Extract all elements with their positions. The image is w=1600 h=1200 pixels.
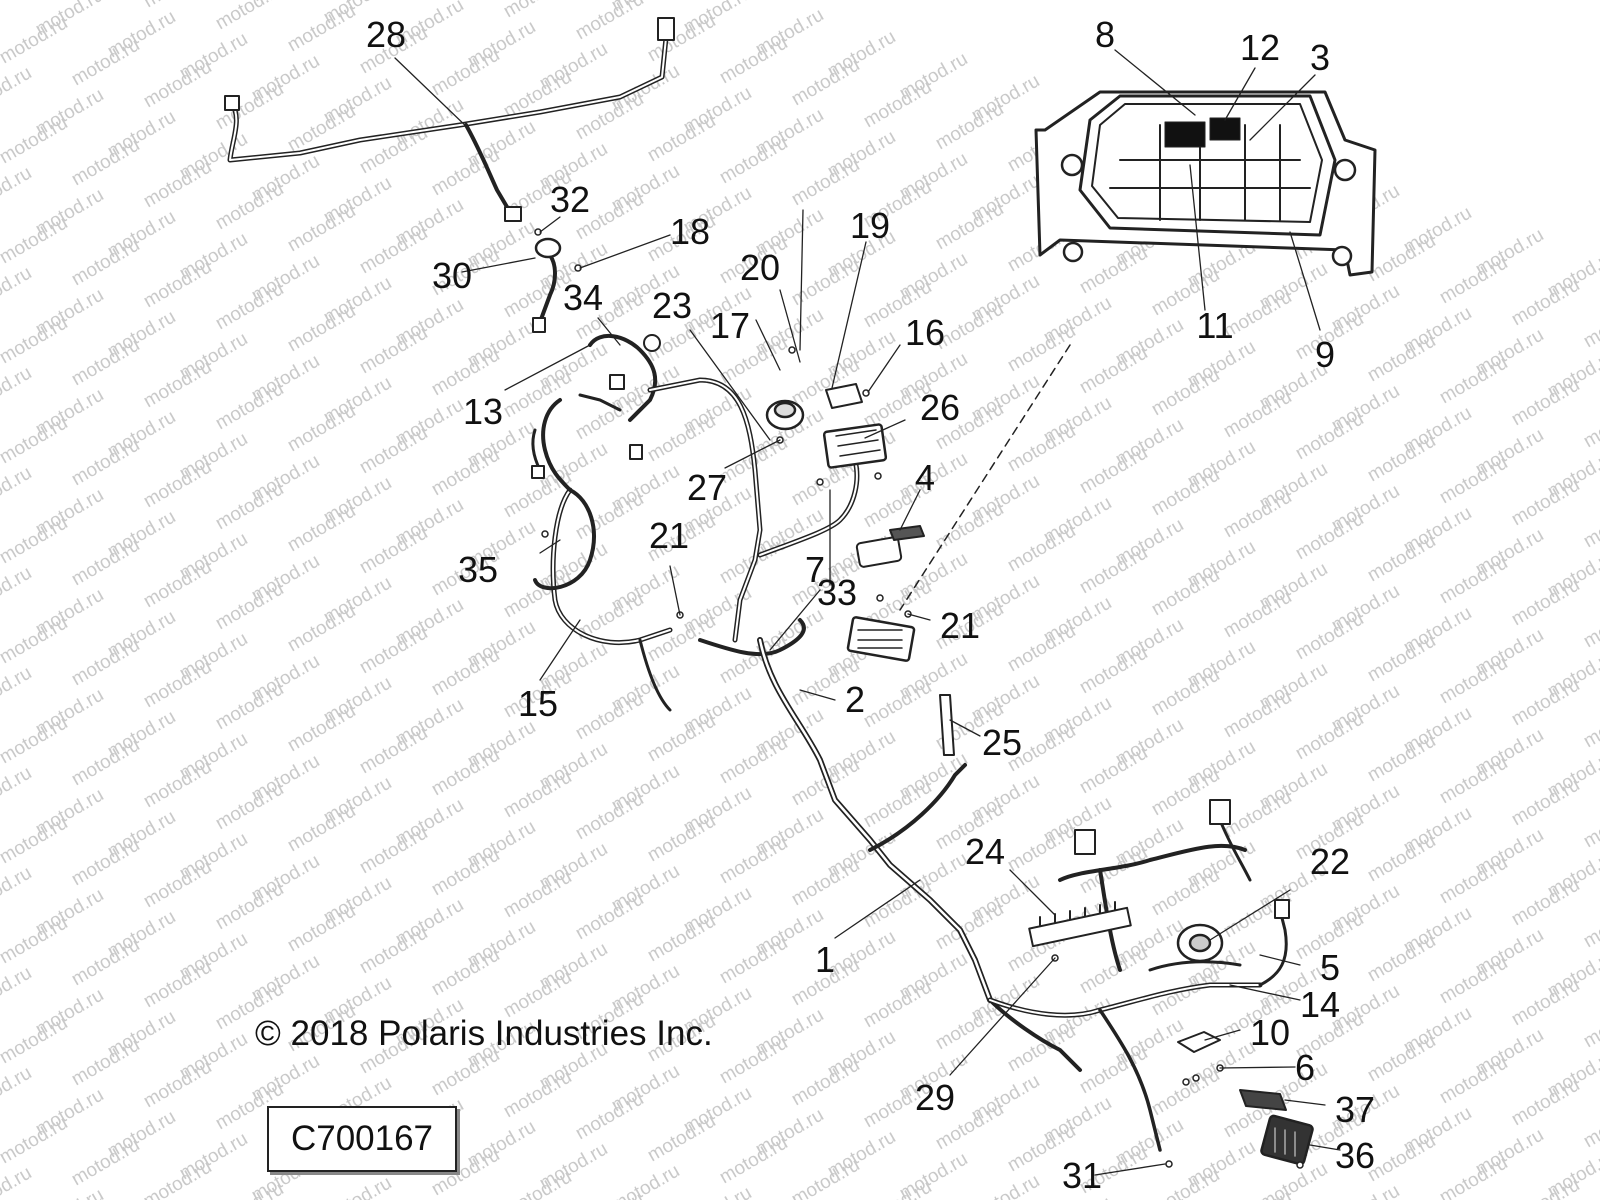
- module-4: [855, 525, 925, 568]
- callout-label: 24: [964, 831, 1006, 872]
- callout-label: 33: [816, 572, 858, 613]
- callout-label: 34: [562, 277, 604, 318]
- fuse-box-34: [846, 616, 916, 662]
- callout-label: 21: [648, 515, 690, 556]
- callout-label: 37: [1334, 1089, 1376, 1130]
- callout-label: 36: [1334, 1135, 1376, 1176]
- regulator-37: [1260, 1114, 1314, 1166]
- main-harness-1: [757, 637, 1263, 1152]
- callout-label: 20: [739, 247, 781, 288]
- sensor-harness-31: [532, 237, 562, 333]
- harness-23: [647, 377, 860, 657]
- callout-label: 17: [709, 305, 751, 346]
- callout-label: 30: [431, 255, 473, 296]
- callout-label: 6: [1294, 1047, 1316, 1088]
- leader-lines: [394, 49, 1341, 1176]
- bracket-38: [1239, 1089, 1287, 1111]
- callout-label: 10: [1249, 1012, 1291, 1053]
- harness-13-cluster: [531, 333, 661, 492]
- callout-label: 12: [1239, 27, 1281, 68]
- callout-label: 2: [844, 679, 866, 720]
- callout-label: 31: [1061, 1155, 1103, 1196]
- harness-15: [533, 487, 673, 712]
- callout-label: 15: [517, 683, 559, 724]
- callout-label: 11: [1196, 305, 1234, 346]
- callout-label: 9: [1314, 334, 1336, 375]
- bracket-19: [825, 383, 863, 409]
- callout-label: 22: [1309, 841, 1351, 882]
- callout-label: 4: [914, 457, 936, 498]
- callout-label: 35: [457, 549, 499, 590]
- diagram-code: C700167: [290, 1119, 434, 1158]
- harness-29: [224, 17, 675, 222]
- callout-label: 19: [849, 205, 891, 246]
- callout-label: 3: [1309, 37, 1331, 78]
- callout-label: 26: [919, 387, 961, 428]
- callout-label: 23: [651, 285, 693, 326]
- ecu-27: [822, 423, 888, 469]
- callout-label: 7: [804, 549, 826, 590]
- callout-label: 8: [1094, 14, 1116, 55]
- fuse-strip-25: [1028, 901, 1132, 948]
- fuse-box-detail: [1034, 90, 1377, 277]
- bracket-26: [939, 694, 955, 756]
- callout-label: 29: [914, 1077, 956, 1118]
- callout-label: 25: [981, 722, 1023, 763]
- callout-label: 21: [939, 605, 981, 646]
- copyright-notice: © 2018 Polaris Industries Inc.: [255, 1014, 713, 1053]
- projection-line: [899, 344, 1071, 611]
- plate-10: [1177, 1031, 1221, 1053]
- callout-label: 16: [904, 312, 946, 353]
- harness-cluster-right: [1058, 799, 1290, 987]
- callout-label: 13: [462, 391, 504, 432]
- callout-label: 14: [1299, 984, 1341, 1025]
- relay-17: [765, 399, 805, 431]
- callout-label: 1: [814, 939, 836, 980]
- diagram-code-box: C700167: [267, 1106, 457, 1172]
- callout-label: 28: [365, 14, 407, 55]
- callout-label: 27: [686, 467, 728, 508]
- callout-label: 32: [549, 179, 591, 220]
- callout-label: 5: [1319, 947, 1341, 988]
- horn-22: [1176, 923, 1224, 963]
- callout-label: 18: [669, 211, 711, 252]
